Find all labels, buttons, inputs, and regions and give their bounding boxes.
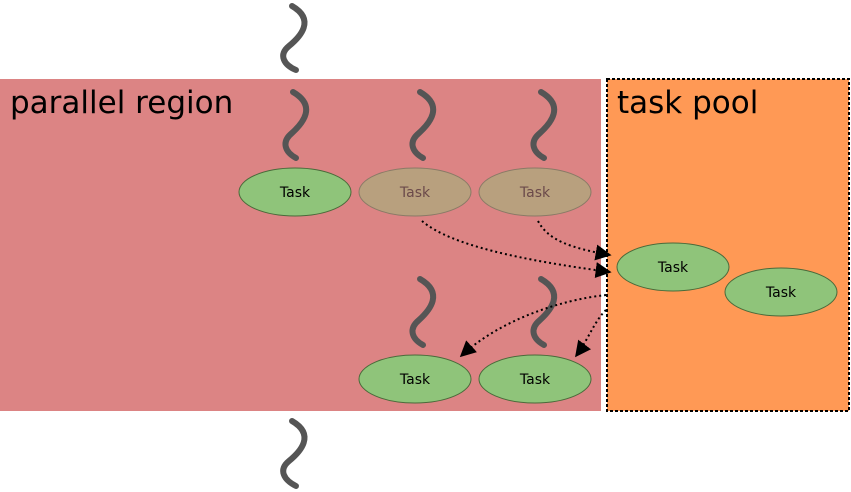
task-pick-2: Task bbox=[478, 354, 592, 404]
task-def-1: Task bbox=[358, 167, 472, 217]
task-label: Task bbox=[279, 185, 311, 201]
arrow-pick-2 bbox=[575, 309, 607, 358]
task-label: Task bbox=[519, 372, 551, 388]
thread-1 bbox=[282, 89, 310, 161]
task-def-2: Task bbox=[478, 167, 592, 217]
thread-4 bbox=[409, 276, 437, 348]
parallel-region-label: parallel region bbox=[10, 85, 233, 121]
task-ellipse bbox=[724, 267, 838, 317]
thread-3 bbox=[530, 89, 558, 161]
thread-5 bbox=[530, 276, 558, 348]
task-ellipse bbox=[616, 242, 730, 292]
arrow-pick-1 bbox=[459, 294, 607, 358]
task-ellipse bbox=[238, 167, 352, 217]
task-ellipse bbox=[358, 167, 472, 217]
task-label: Task bbox=[399, 372, 431, 388]
task-ellipse bbox=[358, 354, 472, 404]
task-label: Task bbox=[399, 185, 431, 201]
thread-2 bbox=[409, 89, 437, 161]
task-pool-1: Task bbox=[616, 242, 730, 292]
main-thread-bottom bbox=[280, 418, 308, 489]
task-label: Task bbox=[765, 285, 797, 301]
task-pool-region bbox=[606, 78, 850, 412]
task-exec: Task bbox=[238, 167, 352, 217]
task-label: Task bbox=[519, 185, 551, 201]
task-ellipse bbox=[478, 354, 592, 404]
task-pool-label: task pool bbox=[617, 85, 758, 121]
parallel-region bbox=[0, 79, 601, 411]
task-label: Task bbox=[657, 260, 689, 276]
task-pool-2: Task bbox=[724, 267, 838, 317]
main-thread-top bbox=[280, 3, 308, 73]
task-ellipse bbox=[478, 167, 592, 217]
task-pick-1: Task bbox=[358, 354, 472, 404]
arrow-defer-2 bbox=[537, 220, 612, 261]
